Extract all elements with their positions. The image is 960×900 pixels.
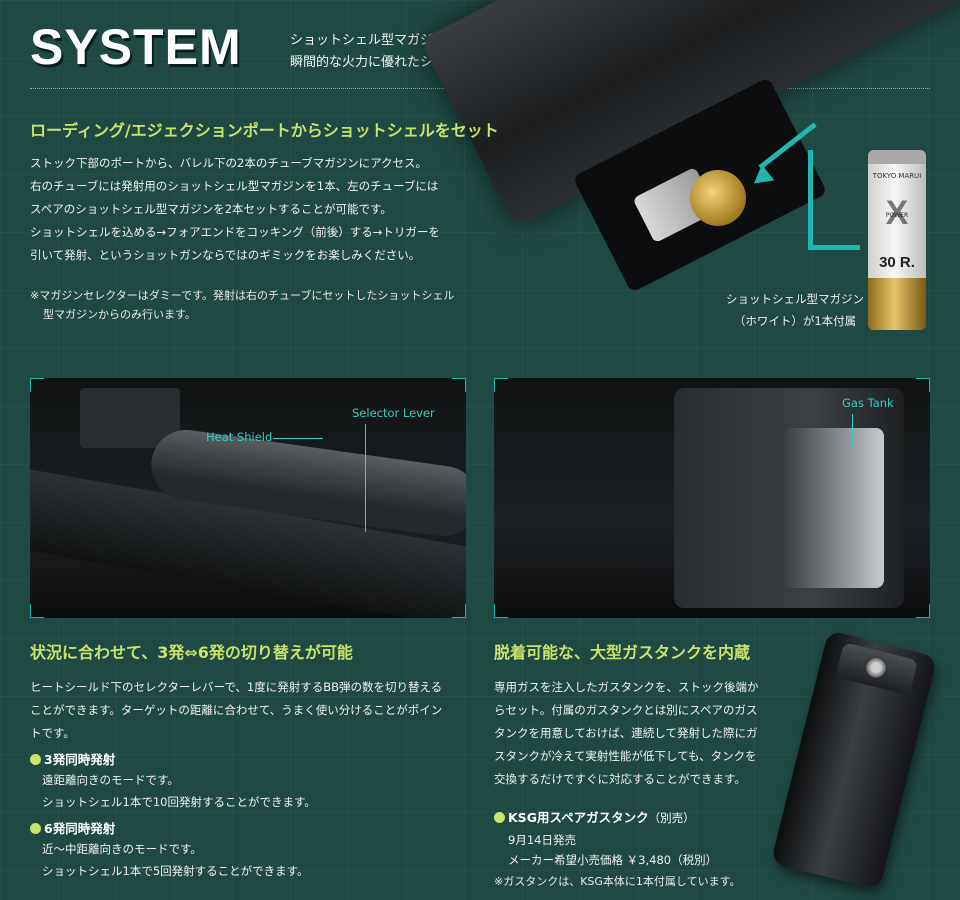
- shell-brass-image: [690, 170, 746, 226]
- note-line: 型マガジンからのみ行います。: [43, 308, 196, 321]
- gas-tank-image: [784, 428, 884, 588]
- shell-brass-base: [868, 278, 926, 330]
- section-heading-selector: 状況に合わせて、3発⇔6発の切り替えが可能: [30, 643, 353, 662]
- gas-tank-label: Gas Tank: [842, 396, 894, 410]
- gas-tank-photo: Gas Tank: [494, 378, 930, 618]
- mode-line: 近〜中距離向きのモードです。: [42, 842, 202, 856]
- spare-title: KSG用スペアガスタンク: [508, 810, 649, 825]
- spare-line: メーカー希望小売価格 ￥3,480（税別）: [508, 853, 718, 867]
- note-line: ※マガジンセレクターはダミーです。発射は右のチューブにセットしたショットシェル: [30, 289, 455, 302]
- shell-top: [868, 150, 926, 164]
- shell-power-text: POWER: [885, 212, 909, 219]
- heat-shield-label: Heat Shield: [206, 430, 273, 444]
- spare-gas-tank-desc: 9月14日発売 メーカー希望小売価格 ￥3,480（税別）: [508, 830, 717, 870]
- section-body-loading: ストック下部のポートから、バレル下の2本のチューブマガジンにアクセス。 右のチュ…: [30, 152, 440, 267]
- frame-corner: [494, 604, 508, 618]
- shell-caption-line: （ホワイト）が1本付属: [733, 314, 857, 328]
- frame-corner: [494, 378, 508, 392]
- body-line: ことができます。ターゲットの距離に合わせて、うまく使い分けることがポイン: [30, 703, 443, 717]
- section-heading-loading: ローディング/エジェクションポートからショットシェルをセット: [30, 121, 499, 140]
- frame-corner: [452, 378, 466, 392]
- shell-caption-line: ショットシェル型マガジン: [726, 292, 864, 306]
- mode-title: 3発同時発射: [44, 752, 116, 767]
- body-line: スタンクが冷えて実射性能が低下しても、タンクを: [494, 749, 757, 763]
- bullet-dot-icon: [30, 754, 41, 765]
- shell-caption: ショットシェル型マガジン （ホワイト）が1本付属: [710, 288, 880, 332]
- shell-x-mark: X: [885, 194, 909, 232]
- frame-corner: [30, 378, 44, 392]
- frame-corner: [30, 604, 44, 618]
- callout-line: [273, 438, 323, 439]
- spare-gas-tank-item: KSG用スペアガスタンク（別売）: [494, 807, 695, 826]
- bullet-dot-icon: [494, 812, 505, 823]
- body-line: らセット。付属のガスタンクとは別にスペアのガス: [494, 703, 758, 717]
- body-line: タンクを用意しておけば、連続して発射した際にガ: [494, 726, 758, 740]
- page-title: SYSTEM: [30, 19, 242, 75]
- frame-corner: [452, 604, 466, 618]
- mode-title: 6発同時発射: [44, 821, 116, 836]
- frame-corner: [916, 604, 930, 618]
- arrow-line: [808, 245, 860, 250]
- bullet-dot-icon: [30, 823, 41, 834]
- arrow-line: [808, 150, 813, 250]
- mode-6-shot-desc: 近〜中距離向きのモードです。 ショットシェル1本で5回発射することができます。: [42, 838, 308, 882]
- body-line: ヒートシールド下のセレクターレバーで、1度に発射するBB弾の数を切り替える: [30, 680, 443, 694]
- body-line: 引いて発射、というショットガンならではのギミックをお楽しみください。: [30, 248, 421, 262]
- body-line: 交換するだけですぐに対応することができます。: [494, 772, 746, 786]
- mode-3-shot: 3発同時発射: [30, 749, 115, 768]
- shotshell-magazine-image: TOKYO MARUI X POWER 30 R.: [868, 150, 926, 330]
- section-heading-gastank: 脱着可能な、大型ガスタンクを内蔵: [494, 643, 751, 662]
- heat-shield-photo: Heat Shield Selector Lever: [30, 378, 466, 618]
- mode-3-shot-desc: 遠距離向きのモードです。 ショットシェル1本で10回発射することができます。: [42, 769, 316, 813]
- body-line: スペアのショットシェル型マガジンを2本セットすることが可能です。: [30, 202, 392, 216]
- body-line: ショットシェルを込める→フォアエンドをコッキング（前後）する→トリガーを: [30, 225, 440, 239]
- callout-line: [852, 414, 853, 446]
- selector-lever-label: Selector Lever: [352, 406, 435, 420]
- shell-brand-text: TOKYO MARUI: [872, 172, 922, 180]
- spare-line: 9月14日発売: [508, 833, 576, 847]
- spare-gas-tank-image: [770, 630, 938, 890]
- body-line: 右のチューブには発射用のショットシェル型マガジンを1本、左のチューブには: [30, 179, 439, 193]
- section-body-selector: ヒートシールド下のセレクターレバーで、1度に発射するBB弾の数を切り替える こと…: [30, 676, 442, 745]
- mode-line: ショットシェル1本で5回発射することができます。: [42, 864, 309, 878]
- body-line: 専用ガスを注入したガスタンクを、ストック後端か: [494, 680, 759, 694]
- section-body-gastank: 専用ガスを注入したガスタンクを、ストック後端か らセット。付属のガスタンクとは別…: [494, 676, 759, 791]
- shell-rounds-text: 30 R.: [879, 254, 915, 271]
- spare-sub: （別売）: [648, 811, 695, 825]
- frame-corner: [916, 378, 930, 392]
- mode-line: ショットシェル1本で10回発射することができます。: [42, 795, 316, 809]
- body-line: ストック下部のポートから、バレル下の2本のチューブマガジンにアクセス。: [30, 156, 428, 170]
- mode-line: 遠距離向きのモードです。: [42, 773, 179, 787]
- mode-6-shot: 6発同時発射: [30, 818, 115, 837]
- body-line: トです。: [30, 726, 75, 740]
- gas-tank-note: ※ガスタンクは、KSG本体に1本付属しています。: [494, 875, 741, 888]
- callout-line: [365, 424, 366, 532]
- selector-note: ※マガジンセレクターはダミーです。発射は右のチューブにセットしたショットシェル …: [30, 286, 454, 324]
